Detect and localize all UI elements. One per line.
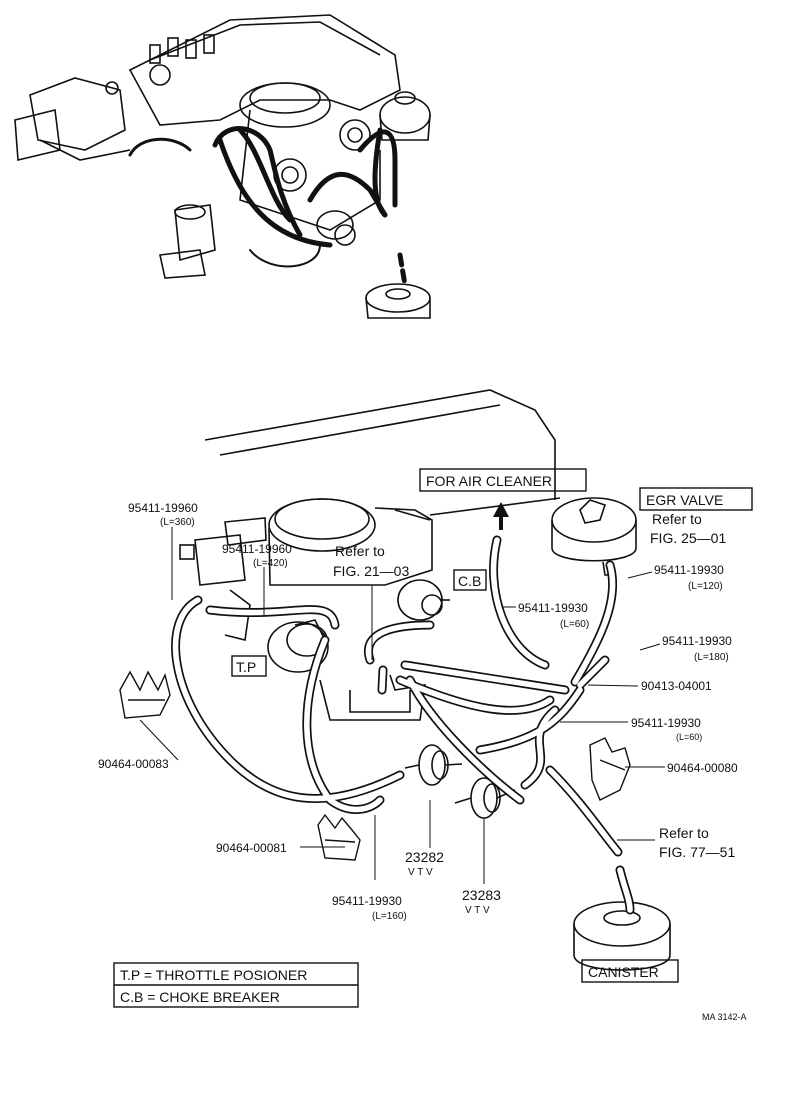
hose-60b-pn: 95411-19930 <box>631 716 701 730</box>
fig21-refer-label: Refer to <box>335 543 385 559</box>
hose-120-pn: 95411-19930 <box>654 563 724 577</box>
hose-120-len: (L=120) <box>688 581 723 592</box>
canister-label: CANISTER <box>588 964 659 980</box>
part-number-labels: 95411-19960 (L=360) 95411-19960 (L=420) … <box>98 501 738 922</box>
clip-00080-pn: 90464-00080 <box>667 761 738 775</box>
tp-label: T.P <box>236 659 256 675</box>
egr-valve <box>551 497 637 576</box>
egr-valve-label: EGR VALVE <box>646 492 723 508</box>
legend-tp: T.P = THROTTLE POSIONER <box>120 967 307 983</box>
engine-overview-illustration <box>14 14 431 319</box>
vtv1-pn: 23282 <box>405 849 444 865</box>
clip-90464-00083 <box>119 670 171 719</box>
fig21-fig-label: FIG. 21—03 <box>333 563 409 579</box>
vtv2-name: V T V <box>465 905 490 916</box>
leader-lines <box>139 527 665 884</box>
boxed-labels: FOR AIR CLEANER EGR VALVE C.B T.P CANIST… <box>231 468 753 983</box>
carburetor-illustration <box>179 498 433 641</box>
for-air-cleaner-label: FOR AIR CLEANER <box>426 473 552 489</box>
legend-cb: C.B = CHOKE BREAKER <box>120 989 280 1005</box>
vtv2-pn: 23283 <box>462 887 501 903</box>
reference-labels: Refer to FIG. 25—01 Refer to FIG. 21—03 … <box>333 511 735 860</box>
hose-360-pn: 95411-19960 <box>128 501 198 515</box>
egr-fig-label: FIG. 25—01 <box>650 530 726 546</box>
hose-420-len: (L=420) <box>253 558 288 569</box>
egr-refer-label: Refer to <box>652 511 702 527</box>
hose-60a-len: (L=60) <box>560 619 589 630</box>
hose-360-len: (L=360) <box>160 517 195 528</box>
for-air-cleaner-box <box>419 468 587 492</box>
cb-box <box>453 569 487 591</box>
vacuum-hoses-inner <box>172 537 633 913</box>
clip-00081-pn: 90464-00081 <box>216 841 287 855</box>
hose-180-len: (L=180) <box>694 652 729 663</box>
vtv-23282 <box>404 744 463 786</box>
hose-420-pn: 95411-19960 <box>222 542 292 556</box>
hose-60b-len: (L=60) <box>676 732 702 742</box>
air-cleaner-arrow <box>493 502 509 530</box>
egr-valve-box <box>639 487 753 511</box>
joint-pn: 90413-04001 <box>641 679 712 693</box>
vtv1-name: V T V <box>408 867 433 878</box>
hose-160-pn: 95411-19930 <box>332 894 402 908</box>
cb-label: C.B <box>458 573 481 589</box>
fig77-fig-label: FIG. 77—51 <box>659 844 735 860</box>
hose-60a-pn: 95411-19930 <box>518 601 588 615</box>
hose-160-len: (L=160) <box>372 911 407 922</box>
canister <box>573 901 671 971</box>
hose-180-pn: 95411-19930 <box>662 634 732 648</box>
fig77-refer-label: Refer to <box>659 825 709 841</box>
clip-90464-00080 <box>589 737 631 801</box>
engine-overview-hoses <box>128 126 408 288</box>
legend: T.P = THROTTLE POSIONER C.B = CHOKE BREA… <box>113 962 359 1008</box>
choke-breaker <box>397 579 450 621</box>
drawing-code: MA 3142-A <box>702 1012 747 1022</box>
canister-box <box>581 959 679 983</box>
clip-00083-pn: 90464-00083 <box>98 757 169 771</box>
clip-90464-00081 <box>317 813 361 861</box>
tp-box <box>231 655 267 677</box>
